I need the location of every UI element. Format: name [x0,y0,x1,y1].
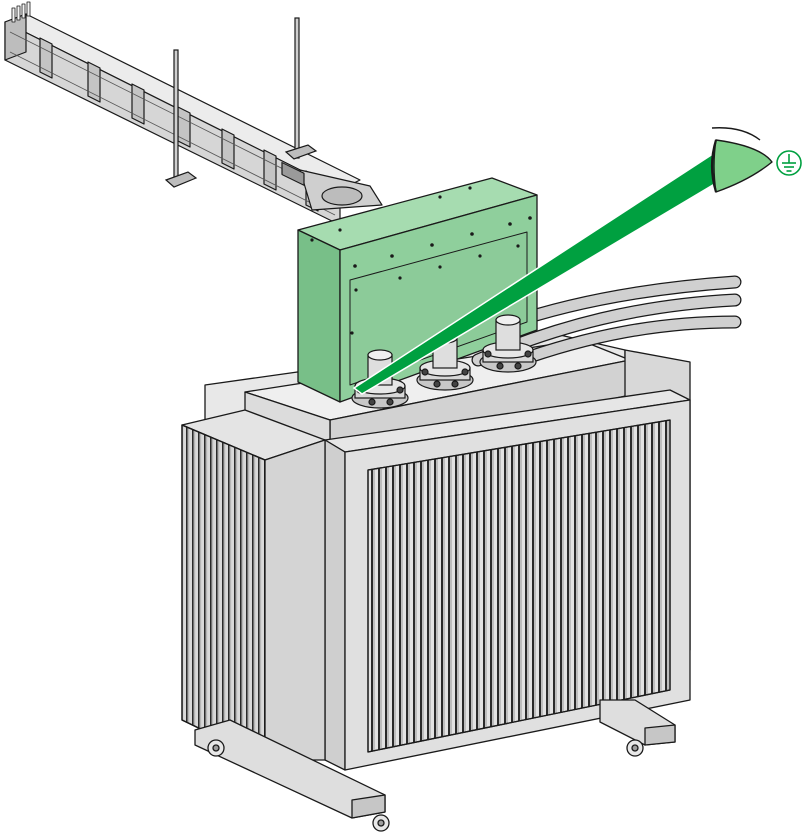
connection-enclosure [297,177,538,403]
busbar-trunking [4,1,383,226]
eye-icon [710,127,773,193]
bushing-3 [479,314,537,373]
busbar-conductor-ends [11,1,31,23]
hanger-rods [164,17,318,188]
front-radiator-fins [264,389,691,771]
earth-ground-icon [776,150,802,176]
base-rails [194,699,676,819]
wheels [207,739,644,832]
